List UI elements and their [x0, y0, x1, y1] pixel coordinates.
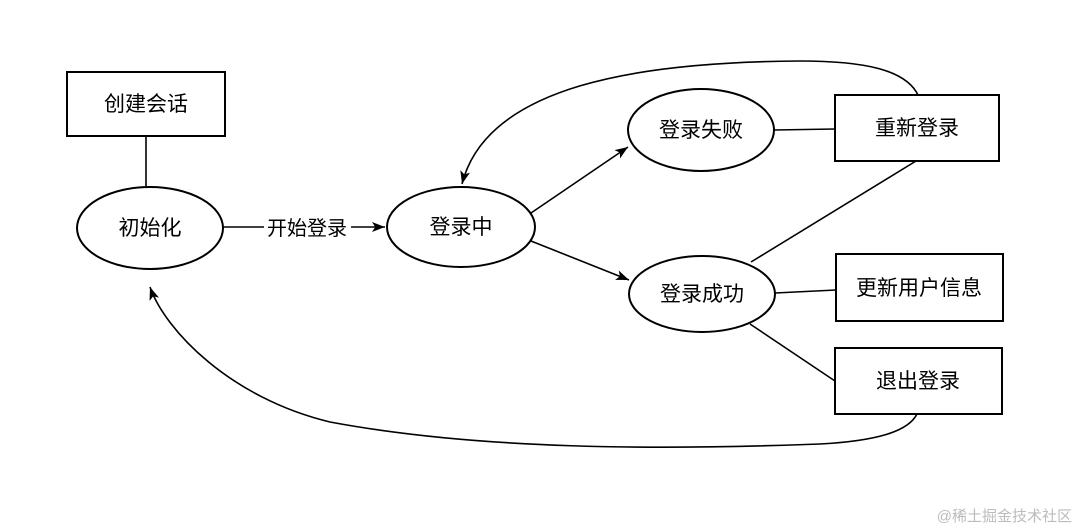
login-success-ellipse — [628, 255, 776, 333]
node-update-user-info: 更新用户信息 — [835, 253, 1004, 322]
edge-login-success-to-update-user-info — [774, 289, 837, 294]
edge-login-failed-to-relogin — [773, 128, 836, 131]
watermark: @稀土掘金技术社区 — [937, 508, 1072, 525]
node-create-session: 创建会话 — [66, 71, 226, 137]
create-session-box — [66, 71, 226, 137]
update-user-info-box — [835, 253, 1004, 322]
edge-logging-in-to-login-failed — [530, 146, 629, 214]
create-session-label: 创建会话 — [104, 93, 188, 116]
edge-label-background — [264, 213, 351, 241]
logout-box — [834, 347, 1003, 415]
update-user-info-label: 更新用户信息 — [856, 277, 982, 300]
edge-login-success-to-logout — [749, 323, 836, 382]
node-init: 初始化 — [76, 186, 224, 270]
login-success-label: 登录成功 — [660, 283, 744, 306]
relogin-box — [834, 94, 1000, 162]
login-failed-ellipse — [627, 88, 775, 172]
logout-label: 退出登录 — [876, 370, 960, 393]
edge-relogin-to-logging-in — [460, 60, 919, 185]
relogin-label: 重新登录 — [875, 117, 959, 140]
edge-logging-in-to-login-success — [530, 240, 630, 281]
edge-label-text: 开始登录 — [267, 217, 347, 240]
logging-in-ellipse — [386, 186, 536, 268]
node-login-failed: 登录失败 — [627, 88, 775, 172]
login-failed-label: 登录失败 — [659, 119, 743, 142]
edges — [145, 60, 919, 448]
init-ellipse — [76, 186, 224, 270]
edge-label-start-login: 开始登录 — [264, 213, 351, 241]
node-logout: 退出登录 — [834, 347, 1003, 415]
node-login-success: 登录成功 — [628, 255, 776, 333]
edge-logout-to-init — [149, 286, 918, 448]
node-logging-in: 登录中 — [386, 186, 536, 268]
node-relogin: 重新登录 — [834, 94, 1000, 162]
edge-relogin-to-login-success — [750, 160, 917, 263]
logging-in-label: 登录中 — [430, 216, 493, 239]
init-label: 初始化 — [119, 217, 182, 240]
